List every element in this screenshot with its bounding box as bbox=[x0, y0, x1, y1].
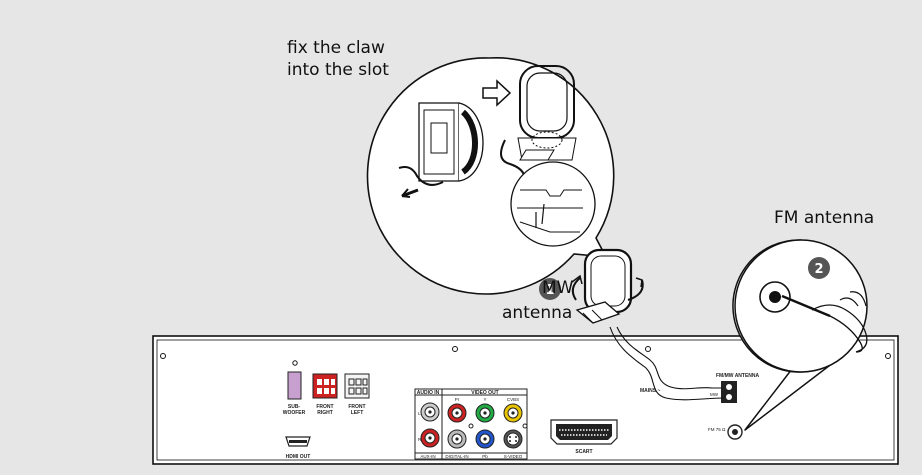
y-jack bbox=[476, 404, 494, 422]
fm75-label: FM 75 Ω bbox=[708, 427, 726, 432]
audio-in-label: AUDIO IN bbox=[417, 390, 440, 396]
scart-connector bbox=[551, 420, 617, 444]
digital-in-jack bbox=[448, 430, 466, 448]
front-right-connector bbox=[313, 374, 337, 398]
fm-antenna-socket bbox=[728, 425, 742, 439]
digital-in-label: DIGITAL-IN bbox=[445, 454, 468, 459]
svg-text:2: 2 bbox=[814, 262, 823, 277]
y-label: Y bbox=[483, 397, 486, 402]
mw-caption-line-2: antenna bbox=[502, 301, 573, 326]
mw-terminal-label: MW bbox=[710, 392, 719, 397]
pr-label: Pr bbox=[455, 397, 460, 402]
hdmi-out-label: HDMI OUT bbox=[286, 454, 311, 460]
mw-caption-line-1: MW bbox=[542, 276, 573, 301]
mw-antenna-caption: MW antenna bbox=[502, 276, 573, 326]
fm-mw-antenna-label: FM/MW ANTENNA bbox=[716, 373, 760, 379]
pr-jack bbox=[448, 404, 466, 422]
audio-in-l-jack bbox=[421, 403, 439, 421]
s-video-label: S-VIDEO bbox=[504, 454, 523, 459]
step-2-badge: 2 bbox=[808, 257, 830, 279]
pb-jack bbox=[476, 430, 494, 448]
claw-caption: fix the claw into the slot bbox=[287, 37, 389, 81]
claw-caption-line-2: into the slot bbox=[287, 59, 389, 81]
front-right-label-2: RIGHT bbox=[317, 410, 333, 416]
cvbs-jack bbox=[504, 404, 522, 422]
subwoofer-connector bbox=[288, 372, 301, 399]
subwoofer-label-2: WOOFER bbox=[283, 410, 306, 416]
fm-antenna-caption: FM antenna bbox=[774, 207, 874, 229]
cvbs-label: CVBS bbox=[507, 397, 519, 402]
video-out-label: VIDEO OUT bbox=[471, 390, 499, 396]
pb-label: Pb bbox=[482, 454, 488, 459]
aux-in-label: AUX-IN bbox=[420, 454, 435, 459]
s-video-jack bbox=[504, 430, 522, 448]
audio-in-r-jack bbox=[421, 429, 439, 447]
claw-caption-line-1: fix the claw bbox=[287, 37, 389, 59]
scart-label: SCART bbox=[575, 449, 592, 455]
front-left-label-2: LEFT bbox=[351, 410, 364, 416]
